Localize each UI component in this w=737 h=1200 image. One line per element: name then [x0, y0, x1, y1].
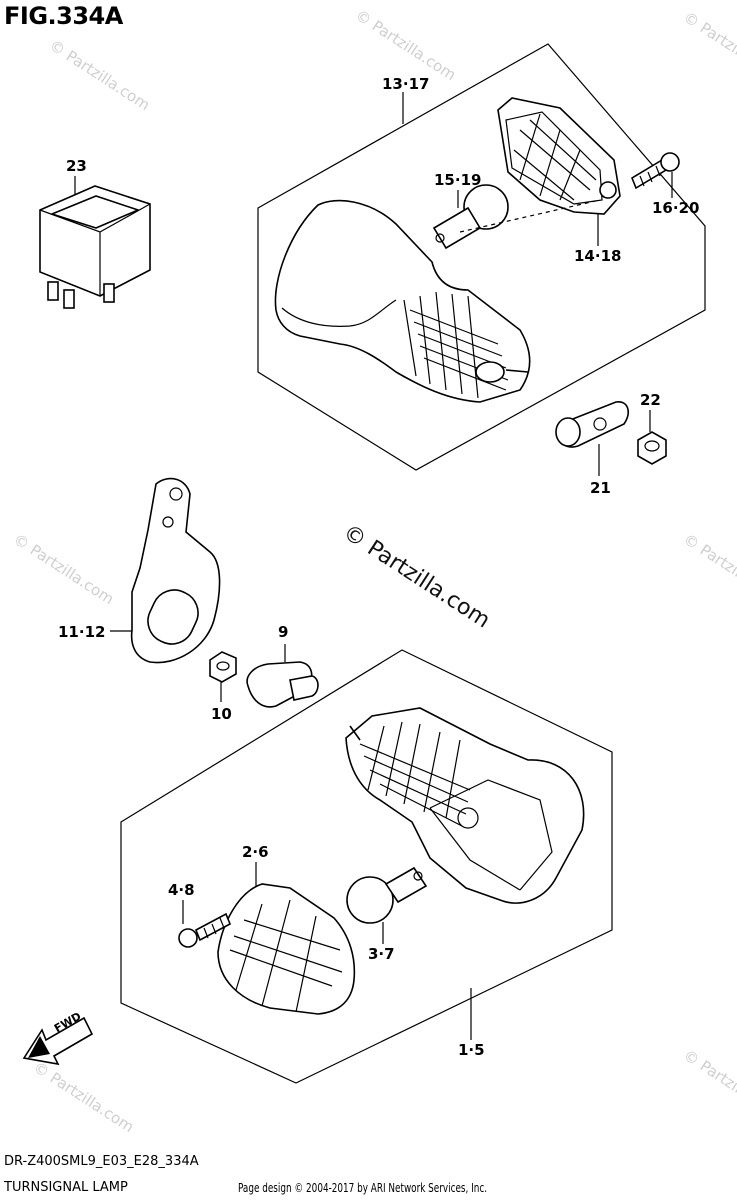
callout-4-8[interactable]: 4·8 [168, 881, 195, 899]
upper-lens-part [497, 97, 621, 215]
nut-22-part [637, 431, 667, 465]
callout-2-6[interactable]: 2·6 [242, 843, 269, 861]
callout-22[interactable]: 22 [640, 391, 661, 409]
lower-lens-part [217, 883, 356, 1015]
callout-13-17[interactable]: 13·17 [382, 75, 430, 93]
mount-9-part [246, 661, 319, 708]
page-credit: Page design © 2004-2017 by ARI Network S… [238, 1181, 488, 1195]
callout-21[interactable]: 21 [590, 479, 611, 497]
diagram-name: TURNSIGNAL LAMP [4, 1180, 128, 1195]
fwd-arrow-icon [22, 1016, 94, 1066]
callout-15-19[interactable]: 15·19 [434, 171, 482, 189]
nut-10-part [209, 651, 237, 683]
relay-part [39, 185, 151, 309]
callout-11-12[interactable]: 11·12 [58, 623, 106, 641]
upper-lamp-housing [274, 199, 531, 403]
bracket-part [130, 477, 221, 664]
lower-bulb-part [346, 866, 428, 924]
callout-23[interactable]: 23 [66, 157, 87, 175]
upper-assembly-frame [257, 43, 706, 471]
lower-assembly-frame [120, 649, 613, 1084]
upper-screw-part [631, 152, 680, 190]
cushion-part [555, 401, 629, 448]
callout-16-20[interactable]: 16·20 [652, 199, 700, 217]
figure-title: FIG.334A [4, 2, 123, 30]
upper-bulb-part [432, 184, 601, 250]
callout-3-7[interactable]: 3·7 [368, 945, 395, 963]
callout-1-5[interactable]: 1·5 [458, 1041, 485, 1059]
callout-9[interactable]: 9 [278, 623, 289, 641]
callout-10[interactable]: 10 [211, 705, 232, 723]
callout-14-18[interactable]: 14·18 [574, 247, 622, 265]
model-code: DR-Z400SML9_E03_E28_334A [4, 1154, 199, 1169]
lower-screw-part [178, 912, 232, 948]
lower-lamp-housing [345, 707, 585, 904]
